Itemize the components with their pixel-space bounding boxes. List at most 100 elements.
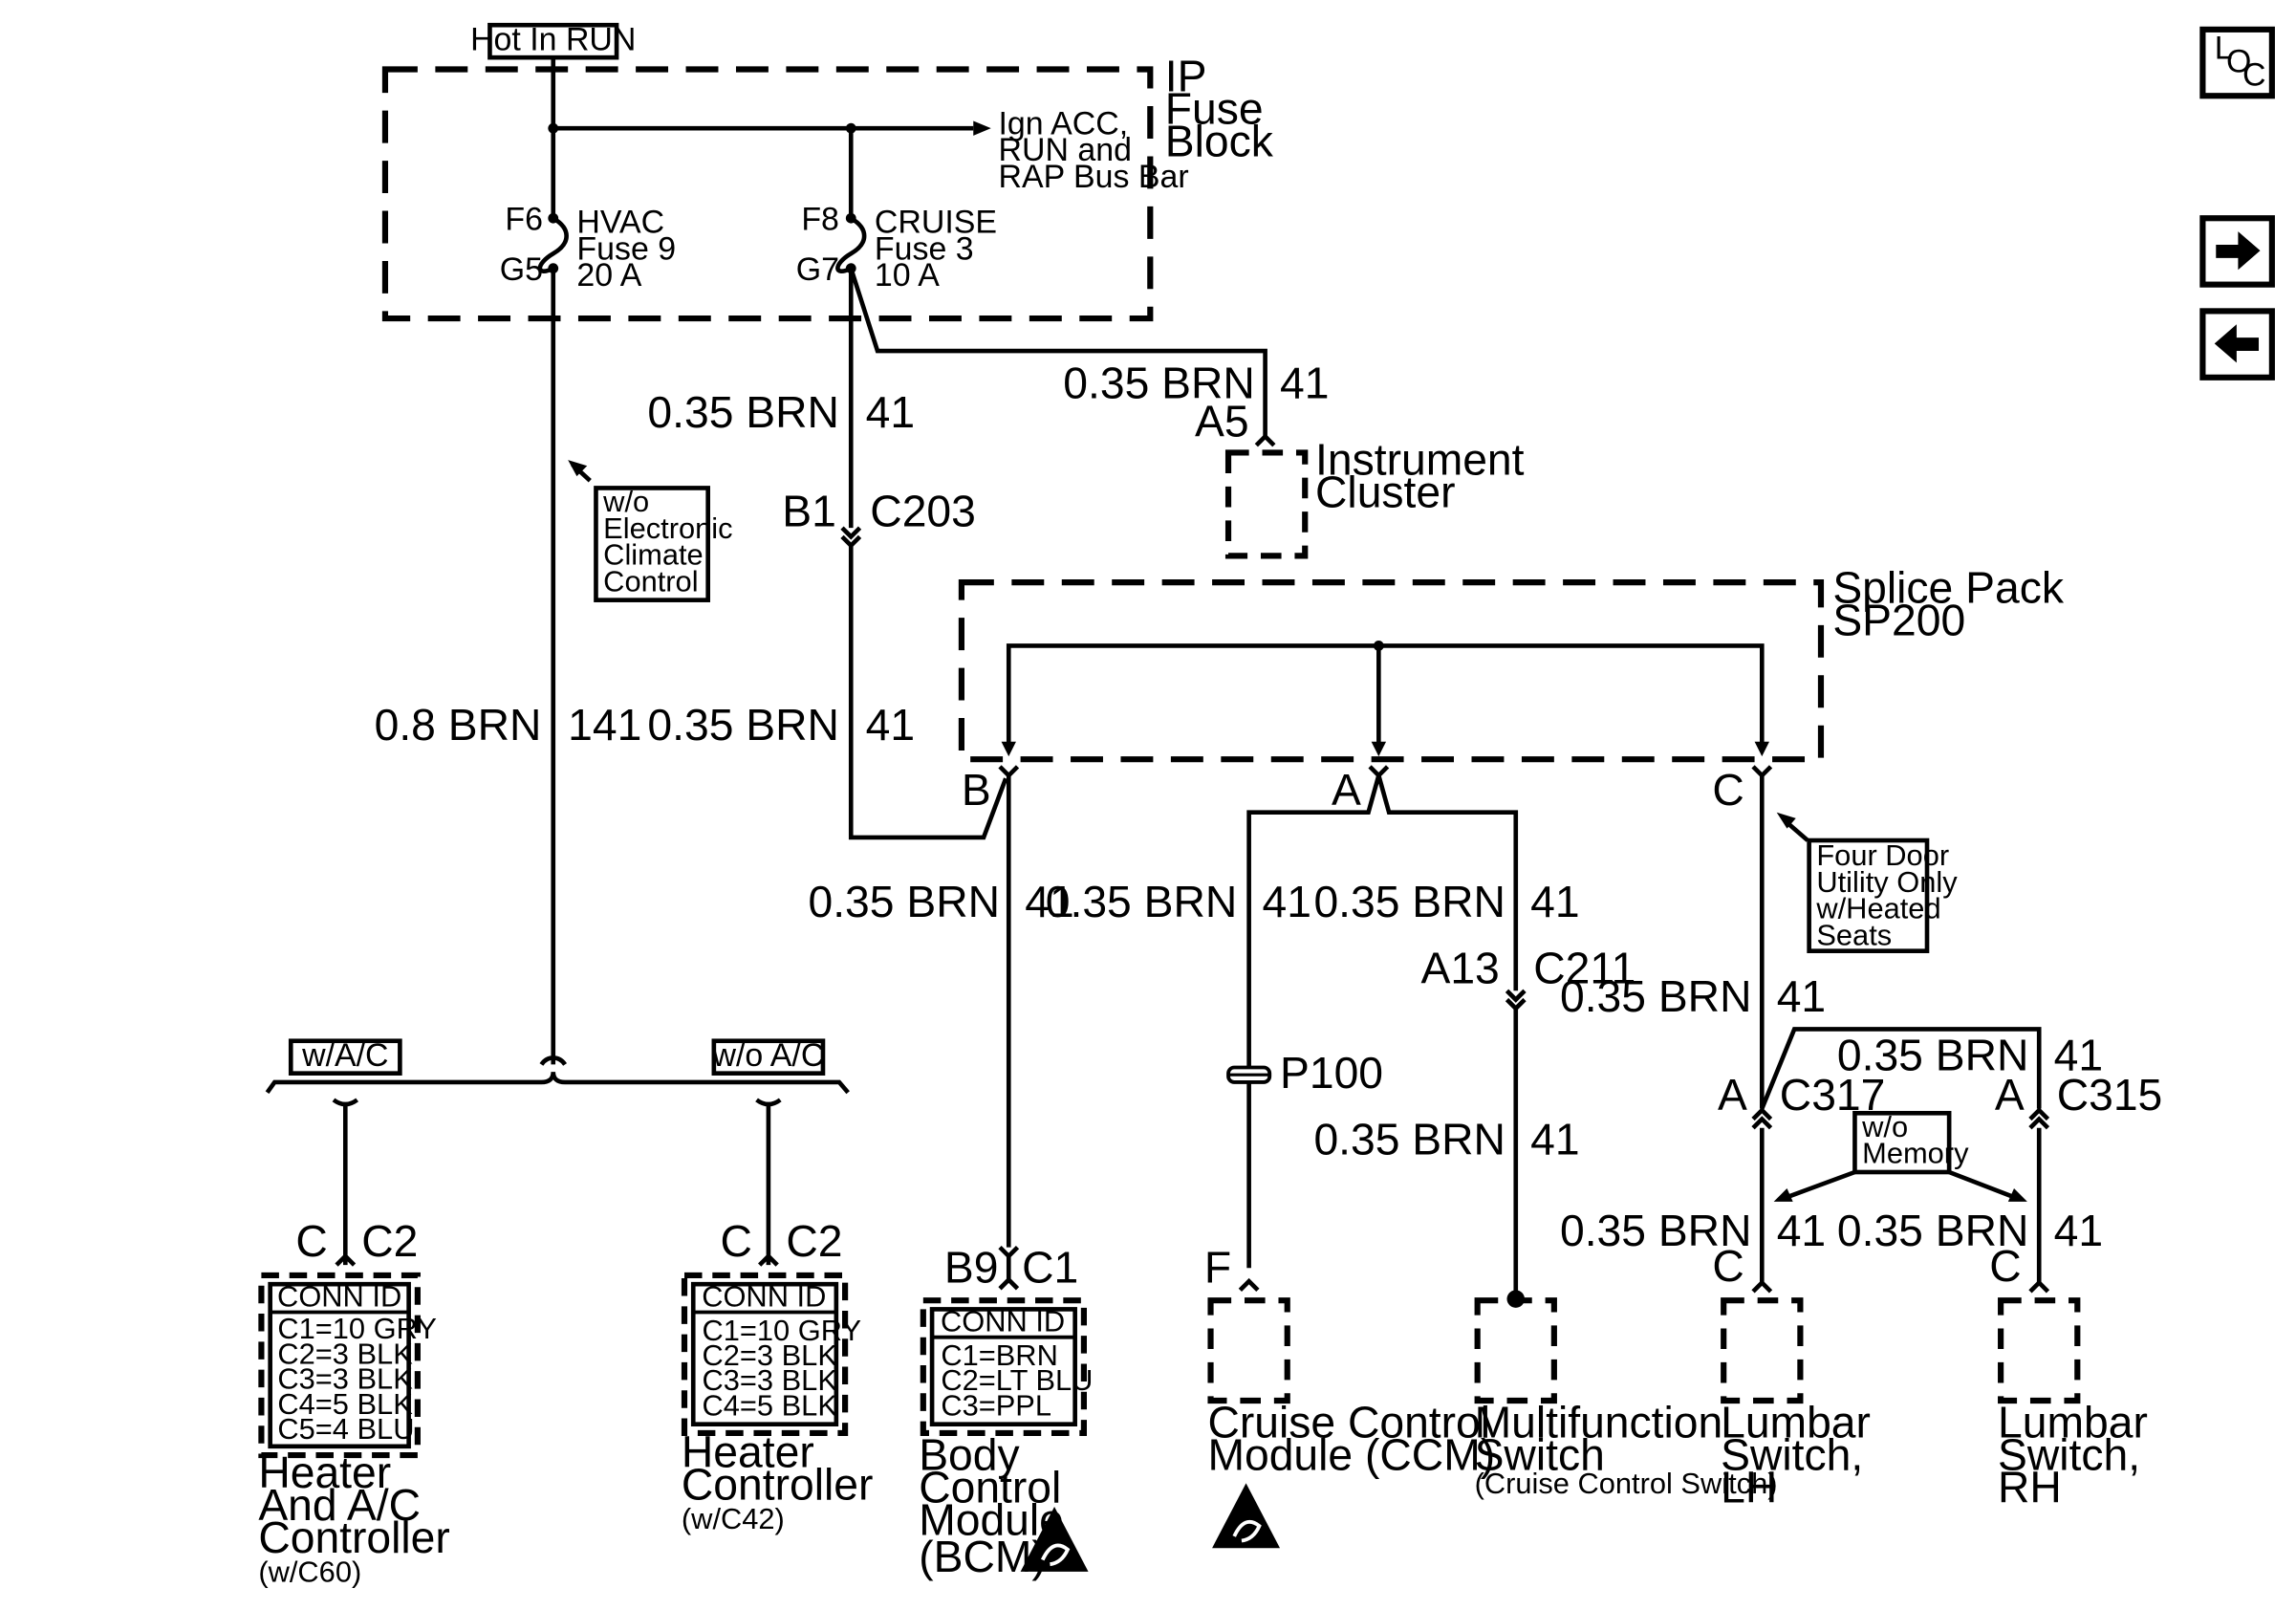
fuse-cruise-name: CRUISE bbox=[875, 205, 997, 241]
lumbar-lh-name-3: LH bbox=[1721, 1462, 1777, 1512]
option-with-ac-box bbox=[288, 1038, 402, 1076]
splice-pack-outline bbox=[958, 579, 1825, 763]
heater-ac-name-1: Heater bbox=[258, 1447, 391, 1497]
bcm-pin: B9 bbox=[944, 1243, 999, 1293]
note-no-memory-1: w/o bbox=[1861, 1110, 1908, 1143]
ccm-connector-mark bbox=[1238, 1277, 1260, 1292]
fuse-hvac-out-pin: G5 bbox=[500, 251, 543, 288]
fuse-cruise-number: Fuse 3 bbox=[875, 230, 974, 267]
bcm-conn-id-1: C1=BRN bbox=[941, 1338, 1058, 1372]
ccm-outline bbox=[1207, 1297, 1290, 1404]
heater-conn-id-title: CONN ID bbox=[702, 1279, 826, 1313]
fuse-hvac-in-pin: F6 bbox=[505, 202, 543, 238]
lumbar-switch-rh-outline bbox=[1998, 1297, 2081, 1404]
heater-ac-conn-id-2: C2=3 BLK bbox=[277, 1337, 413, 1370]
loc-letter-l: L bbox=[2215, 31, 2233, 67]
fuse-hvac-rating: 20 A bbox=[576, 257, 641, 294]
fuse-cruise bbox=[835, 212, 867, 274]
wire-41-splice-a bbox=[1246, 774, 1519, 1269]
lumbar-connector-marks bbox=[1751, 1279, 2050, 1294]
wire-41-mfs-upper-circuit: 41 bbox=[1530, 877, 1579, 926]
bcm-name-1: Body bbox=[919, 1429, 1020, 1479]
c315-connector-mark bbox=[2028, 1106, 2050, 1130]
heater-ac-conn-id-5: C5=4 BLU bbox=[277, 1412, 414, 1446]
instrument-cluster-label-2: Cluster bbox=[1315, 467, 1456, 516]
esd-warning-icon-bcm bbox=[1020, 1507, 1089, 1572]
wire-41-lumbar-lh-circuit: 41 bbox=[1777, 1206, 1826, 1255]
wire-heater-ac bbox=[332, 1098, 359, 1267]
option-bracket-break bbox=[539, 1055, 568, 1066]
c203-name: C203 bbox=[870, 487, 976, 536]
wire-41-mfs-lower-circuit: 41 bbox=[1530, 1114, 1579, 1164]
previous-page-button[interactable] bbox=[2199, 308, 2275, 381]
note-no-ecc-3: Climate bbox=[603, 538, 704, 572]
c211-name: C211 bbox=[1533, 944, 1635, 993]
bcm-name-4: (BCM) bbox=[919, 1532, 1047, 1581]
note-no-ecc-arrow bbox=[568, 460, 588, 477]
heater-conn-id-1: C1=10 GRY bbox=[703, 1314, 862, 1347]
heater-ac-connector: C2 bbox=[361, 1216, 418, 1266]
heater-ac-name-3: Controller bbox=[258, 1512, 450, 1562]
busbar-label-3: RAP Bus Bar bbox=[998, 159, 1188, 195]
note-four-door-2: Utility Only bbox=[1816, 865, 1958, 899]
instrument-cluster-label-1: Instrument bbox=[1315, 435, 1525, 485]
splice-arrow-c bbox=[1754, 741, 1770, 757]
splice-pack-title-1: Splice Pack bbox=[1832, 563, 2065, 613]
busbar-splice-hvac bbox=[548, 122, 559, 134]
wire-41-lumbar-size: 0.35 BRN bbox=[1560, 971, 1752, 1021]
splice-pack-node bbox=[1373, 641, 1384, 651]
busbar-label-1: Ign ACC, bbox=[998, 105, 1128, 141]
c315-pin: A bbox=[1995, 1070, 2025, 1120]
note-no-memory-arrow-left bbox=[1773, 1187, 1793, 1202]
esd-warning-icon-ccm bbox=[1212, 1483, 1281, 1549]
fuse-cruise-in-pin: F8 bbox=[801, 202, 839, 238]
wire-41-c315-circuit: 41 bbox=[2054, 1031, 2103, 1080]
wire-41-mid-circuit: 41 bbox=[866, 700, 915, 750]
bcm-outline bbox=[920, 1297, 1088, 1437]
lumbar-rh-pin: C bbox=[1989, 1241, 2021, 1291]
wire-41-upper-size: 0.35 BRN bbox=[647, 387, 839, 437]
note-no-ecc-1: w/o bbox=[602, 485, 649, 518]
c317-pin: A bbox=[1718, 1070, 1747, 1120]
option-without-ac: w/o A/C bbox=[711, 1037, 824, 1074]
location-button[interactable]: L O C bbox=[2199, 26, 2275, 99]
heater-conn-id-4: C4=5 BLK bbox=[703, 1388, 838, 1422]
wire-41-bcm-circuit: 41 bbox=[1025, 877, 1073, 926]
heater-name-2: Controller bbox=[682, 1459, 874, 1509]
wire-41-mid-size: 0.35 BRN bbox=[647, 700, 839, 750]
busbar-wire bbox=[551, 58, 974, 219]
heater-conn-id-table bbox=[690, 1281, 839, 1427]
fuse-cruise-rating: 10 A bbox=[875, 257, 940, 294]
ip-fuse-block-outline bbox=[381, 66, 1154, 322]
arrow-left-icon bbox=[2214, 324, 2259, 363]
note-no-memory-pointers bbox=[1786, 1169, 2015, 1200]
wire-41-lumbar-lower bbox=[1759, 1127, 2042, 1283]
mfs-name-1: Multifunction bbox=[1475, 1398, 1723, 1447]
heater-conn-id-2: C2=3 BLK bbox=[703, 1338, 838, 1372]
cluster-connector-mark bbox=[1254, 433, 1276, 447]
lumbar-lh-name-1: Lumbar bbox=[1721, 1398, 1871, 1447]
busbar-arrow bbox=[973, 120, 991, 136]
mfs-note: (Cruise Control Switch) bbox=[1475, 1467, 1778, 1500]
splice-pin-b: B bbox=[962, 765, 991, 815]
bcm-connector: C1 bbox=[1022, 1243, 1078, 1293]
p100-label: P100 bbox=[1280, 1048, 1383, 1098]
wire-41-lumbar-rh-size: 0.35 BRN bbox=[1837, 1206, 2029, 1255]
note-no-ecc-2: Electronic bbox=[603, 511, 732, 545]
p100-passthrough bbox=[1226, 1065, 1272, 1084]
wire-41-c315-size: 0.35 BRN bbox=[1837, 1031, 2029, 1080]
bcm-conn-id-table bbox=[929, 1307, 1077, 1427]
note-four-door-1: Four Door bbox=[1816, 838, 1949, 872]
wire-141-size: 0.8 BRN bbox=[375, 700, 542, 750]
heater-ac-name-2: And A/C bbox=[258, 1480, 421, 1530]
wire-41-upper-circuit: 41 bbox=[866, 387, 915, 437]
next-page-button[interactable] bbox=[2199, 215, 2275, 288]
c211-connector-mark bbox=[1505, 989, 1527, 1012]
note-no-memory-box bbox=[1852, 1110, 1952, 1175]
note-no-ecc-box bbox=[594, 486, 710, 602]
wire-41-mfs-lower-size: 0.35 BRN bbox=[1313, 1114, 1505, 1164]
heater-pin: C bbox=[721, 1216, 752, 1266]
wire-41-c203-to-splice bbox=[848, 545, 1008, 840]
heater-controller-outline bbox=[681, 1272, 849, 1437]
